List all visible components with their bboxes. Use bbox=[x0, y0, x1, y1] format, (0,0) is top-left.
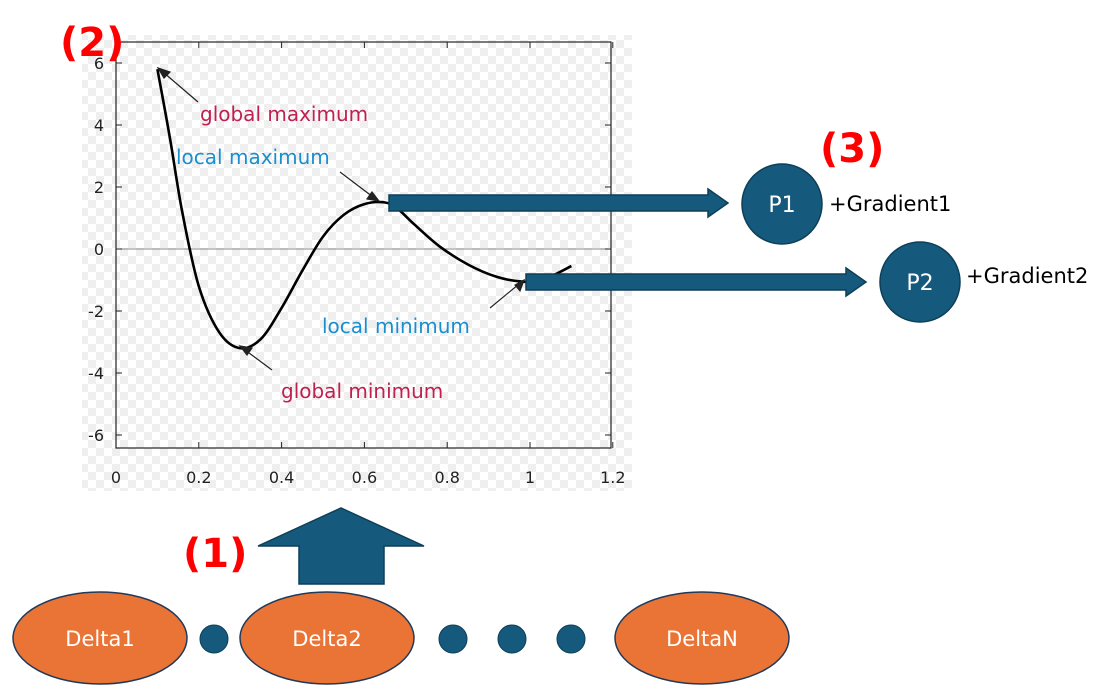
p1-gradient-label: +Gradient1 bbox=[829, 192, 951, 216]
arrow-to-p1 bbox=[388, 187, 730, 219]
p1-node bbox=[741, 163, 823, 245]
arrow-to-p2 bbox=[525, 266, 868, 298]
p1-label: P1 bbox=[768, 193, 795, 218]
global-minimum-label: global minimum bbox=[281, 379, 443, 403]
p2-node bbox=[879, 241, 961, 323]
delta2-ellipse bbox=[239, 591, 415, 685]
step-2-label: (2) bbox=[60, 20, 124, 66]
y-tick-label: 6 bbox=[94, 54, 104, 73]
local-maximum-label: local maximum bbox=[176, 145, 330, 169]
local-minimum-label: local minimum bbox=[322, 314, 470, 338]
x-axis-ticks: 0 0.2 0.4 0.6 0.8 1 1.2 bbox=[111, 42, 626, 487]
step-1-label: (1) bbox=[183, 531, 247, 577]
function-curve bbox=[156, 68, 572, 350]
delta1-ellipse bbox=[12, 591, 188, 685]
y-tick-label: -4 bbox=[88, 364, 104, 383]
delta1-label: Delta1 bbox=[65, 627, 134, 651]
y-tick-label: 0 bbox=[94, 240, 104, 259]
delta2-label: Delta2 bbox=[292, 627, 361, 651]
annotation-arrows bbox=[156, 66, 526, 371]
x-tick-label: 0.2 bbox=[186, 468, 211, 487]
ellipsis-dot bbox=[438, 624, 468, 654]
x-tick-label: 0 bbox=[111, 468, 121, 487]
ellipsis-dot bbox=[497, 624, 527, 654]
step-3-label: (3) bbox=[820, 126, 884, 172]
x-tick-label: 1 bbox=[525, 468, 535, 487]
plot-frame bbox=[115, 41, 612, 449]
ellipsis-dot bbox=[556, 624, 586, 654]
y-axis-ticks: 6 4 2 0 -2 -4 -6 bbox=[88, 54, 611, 445]
y-tick-label: -6 bbox=[88, 426, 104, 445]
x-tick-label: 0.8 bbox=[434, 468, 459, 487]
deltaN-label: DeltaN bbox=[666, 627, 738, 651]
up-arrow bbox=[257, 507, 425, 585]
global-maximum-label: global maximum bbox=[200, 102, 368, 126]
x-tick-label: 0.6 bbox=[352, 468, 377, 487]
x-tick-label: 0.4 bbox=[269, 468, 294, 487]
p2-label: P2 bbox=[906, 271, 933, 296]
ellipsis-dot bbox=[199, 624, 229, 654]
y-tick-label: 2 bbox=[94, 178, 104, 197]
y-tick-label: 4 bbox=[94, 116, 104, 135]
deltaN-ellipse bbox=[614, 591, 790, 685]
x-tick-label: 1.2 bbox=[600, 468, 625, 487]
p2-gradient-label: +Gradient2 bbox=[966, 264, 1088, 288]
chart-background bbox=[82, 35, 632, 491]
y-tick-label: -2 bbox=[88, 302, 104, 321]
